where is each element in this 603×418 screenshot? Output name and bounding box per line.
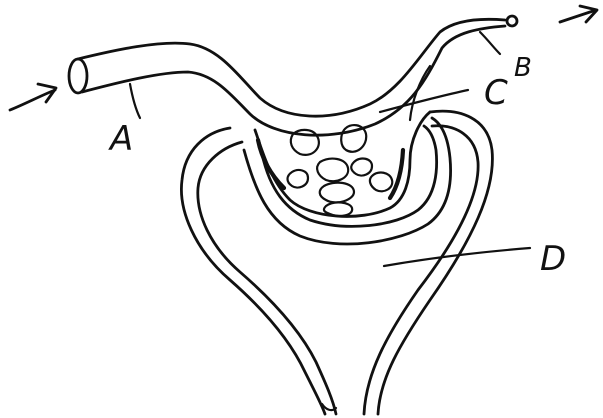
inflow-arrow bbox=[10, 84, 56, 110]
leader-line-c bbox=[380, 90, 468, 112]
label-c: C bbox=[484, 73, 508, 113]
leader-line-b bbox=[480, 32, 500, 54]
outflow-arrow bbox=[560, 6, 597, 22]
label-d: D bbox=[540, 239, 566, 279]
tube-a bbox=[69, 16, 517, 135]
label-a: A bbox=[108, 119, 133, 159]
bowl-c bbox=[255, 66, 430, 216]
label-b: B bbox=[514, 53, 532, 83]
tube-d bbox=[181, 111, 492, 414]
leader-line-a bbox=[130, 84, 140, 118]
